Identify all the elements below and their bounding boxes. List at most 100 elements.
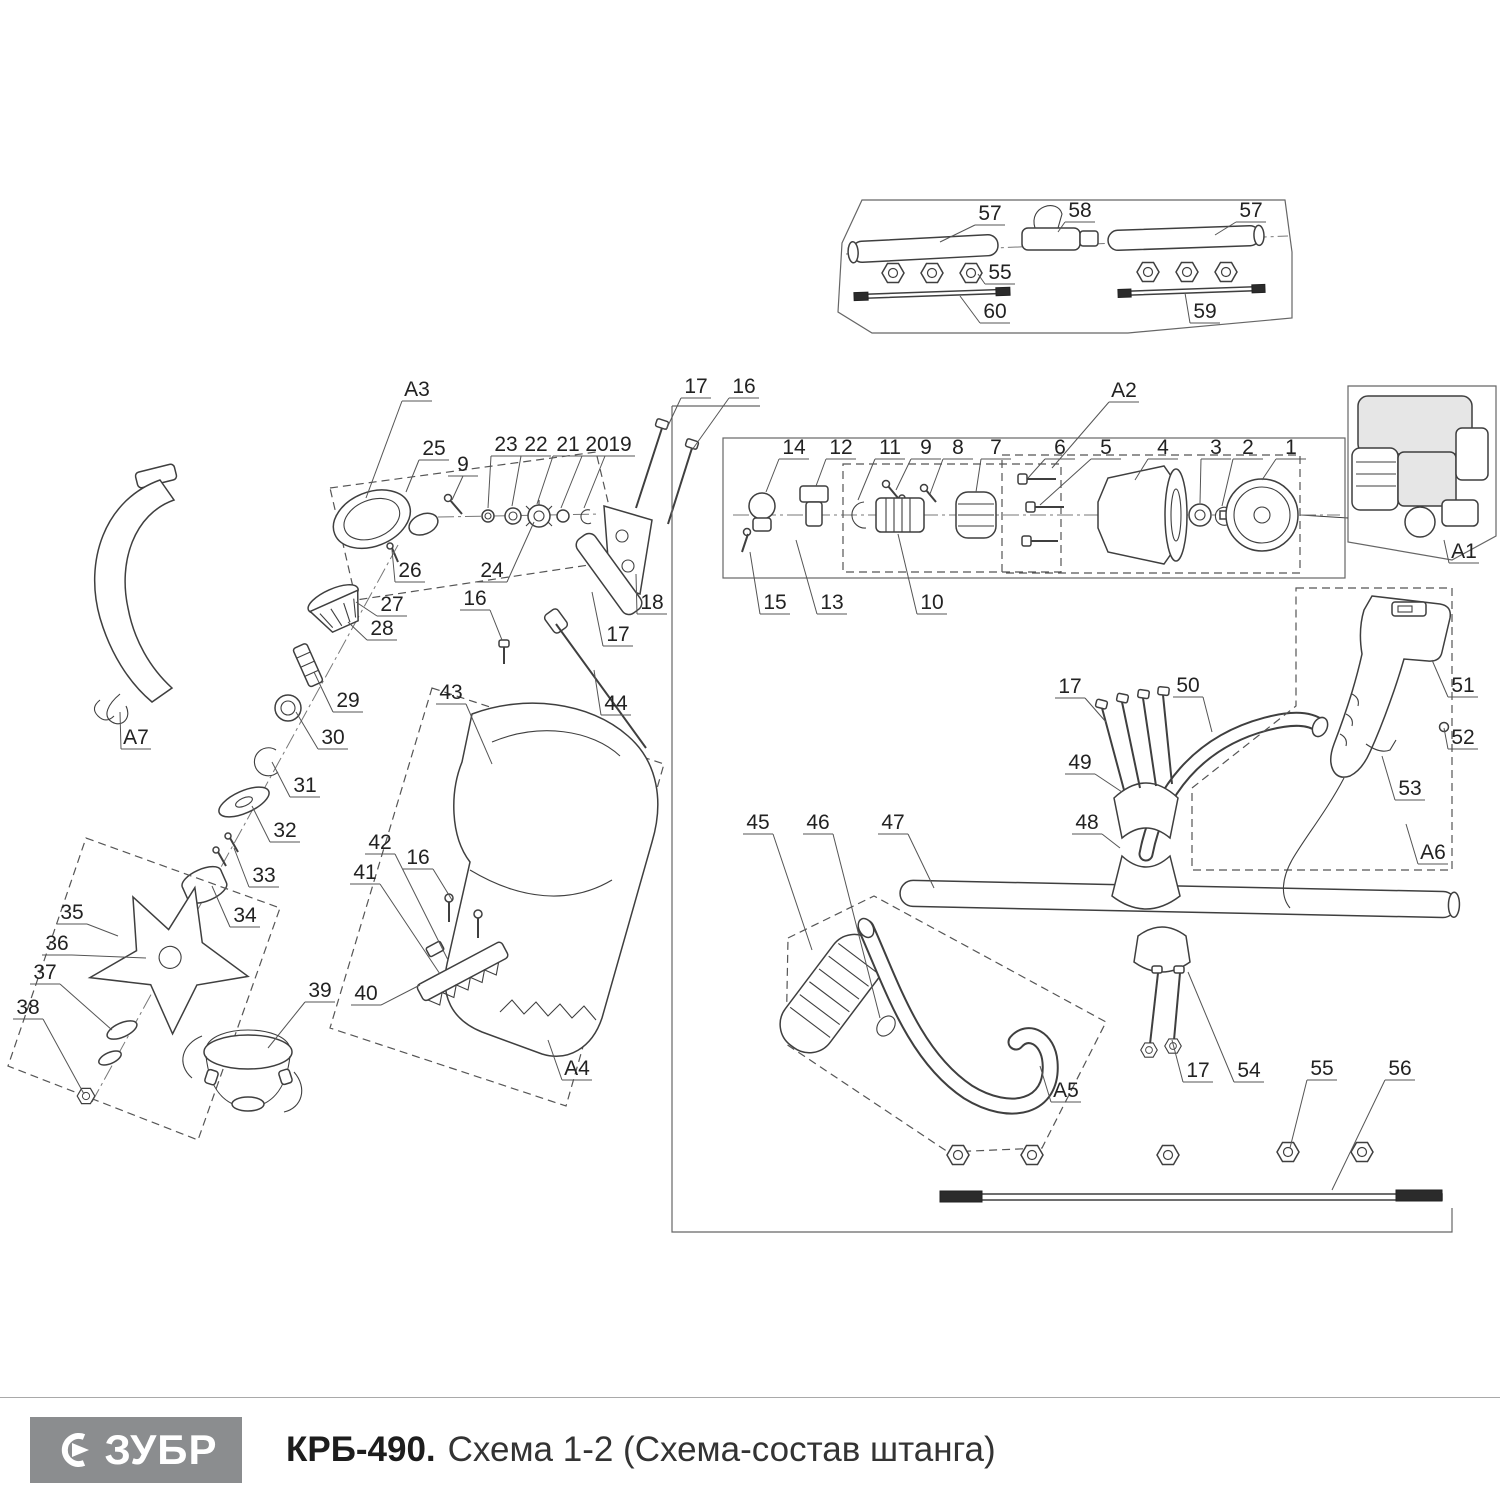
assembly-a2-box [842, 463, 1062, 573]
callout-27: 27 [380, 593, 403, 616]
part-7-damper [955, 491, 997, 539]
callout-A5: A5 [1053, 1079, 1079, 1102]
callout-56: 56 [1388, 1057, 1411, 1080]
leader-line-3 [1199, 458, 1202, 504]
leader-line-22 [511, 455, 522, 507]
callout-4: 4 [1157, 436, 1169, 459]
leader-line-50 [1202, 696, 1213, 733]
hex-nut [1136, 261, 1160, 283]
throttle-grip-51 [1282, 595, 1452, 909]
leader-line-53 [1381, 755, 1396, 801]
leader-line-4 [1134, 458, 1149, 481]
screw-52 [1438, 721, 1450, 733]
callout-30: 30 [321, 726, 344, 749]
leader-line-48 [1101, 833, 1121, 849]
callout-16: 16 [463, 587, 486, 610]
diagram-caption: КРБ-490.Схема 1-2 (Схема-состав штанга) [286, 1430, 996, 1470]
guard-group [329, 687, 665, 1107]
callout-A4: A4 [564, 1057, 590, 1080]
leader-line-45 [772, 833, 813, 951]
brand-name: ЗУБР [104, 1425, 218, 1473]
hex-nut [920, 262, 944, 284]
callout-53: 53 [1398, 777, 1421, 800]
leader-line-17 [1171, 1039, 1184, 1083]
left-output-train [7, 544, 399, 1141]
leader-line-40 [380, 984, 421, 1006]
hex-nut [1175, 261, 1199, 283]
leader-line-12 [815, 458, 827, 487]
part-3-washer [1188, 503, 1212, 527]
leader-line-8 [929, 458, 944, 495]
part-14-clamp [741, 492, 776, 553]
callout-58: 58 [1068, 199, 1091, 222]
callout-26: 26 [398, 559, 421, 582]
callout-2: 2 [1242, 436, 1254, 459]
footer: ЗУБР КРБ-490.Схема 1-2 (Схема-состав шта… [0, 1397, 1500, 1501]
hex-nut [1214, 261, 1238, 283]
part-4-clutch-housing [1097, 465, 1188, 565]
callout-17: 17 [1058, 675, 1081, 698]
callout-12: 12 [829, 436, 852, 459]
callout-A1: A1 [1451, 540, 1477, 563]
callout-17: 17 [684, 375, 707, 398]
bolts-33 [212, 832, 239, 867]
hex-nut-55 [946, 1144, 970, 1166]
part-6-5-bolts [1017, 473, 1064, 547]
leader-line-A1 [1443, 539, 1450, 564]
right-assembly [671, 405, 1461, 1233]
leader-line-17 [591, 591, 604, 647]
engine-box [1347, 385, 1497, 561]
leader-line-18 [635, 573, 638, 615]
assembly-a5-box [785, 895, 1107, 1153]
callout-11: 11 [879, 436, 901, 459]
leader-line-35 [86, 923, 119, 937]
callout-17: 17 [1186, 1059, 1209, 1082]
callout-A7: A7 [123, 726, 149, 749]
callout-43: 43 [439, 681, 462, 704]
callout-50: 50 [1176, 674, 1199, 697]
leader-line-24 [506, 521, 535, 583]
leader-line-27 [355, 601, 378, 617]
engine-clutch-port [1404, 506, 1436, 538]
hex-nut [881, 262, 905, 284]
ring-46 [876, 1015, 896, 1037]
leader-line-43 [465, 703, 493, 765]
callout-9: 9 [457, 453, 469, 476]
part-2-circlip [1214, 506, 1230, 526]
pinion-shaft-29 [292, 643, 324, 688]
leader-line-20 [560, 455, 583, 509]
callout-51: 51 [1451, 674, 1474, 697]
callout-33: 33 [252, 864, 275, 887]
callout-22: 22 [524, 433, 547, 456]
callout-16: 16 [406, 846, 429, 869]
leader-line-47 [907, 833, 935, 889]
leader-line-7 [975, 458, 982, 493]
engine-assembly [1299, 385, 1497, 561]
callout-48: 48 [1075, 811, 1098, 834]
leader-line-21 [536, 455, 554, 505]
callout-46: 46 [806, 811, 829, 834]
clamp-screws-17 [1094, 685, 1173, 791]
leader-line-A4 [547, 1039, 563, 1081]
stop-switch [1391, 601, 1427, 617]
callout-59: 59 [1193, 300, 1216, 323]
drivetrain-boundary [722, 437, 1346, 579]
callout-16: 16 [732, 375, 755, 398]
leader-line-11 [857, 458, 876, 501]
leader-line-57 [939, 224, 976, 243]
callout-31: 31 [293, 774, 316, 797]
clamp-48-49 [1111, 782, 1181, 910]
callout-34: 34 [233, 904, 257, 927]
trigger-53 [1365, 739, 1397, 752]
callout-42: 42 [368, 831, 391, 854]
hex-nut-55 [1276, 1141, 1300, 1163]
callout-40: 40 [354, 982, 377, 1005]
limiter-screws-16 [444, 893, 483, 938]
nut-38 [76, 1087, 96, 1105]
leader-line-34 [211, 885, 231, 928]
part-11-circlip [851, 501, 867, 529]
bearing-30 [274, 694, 302, 722]
leader-line-A3 [365, 400, 403, 499]
blade-group-box [7, 837, 281, 1141]
leader-line-33 [233, 847, 250, 888]
